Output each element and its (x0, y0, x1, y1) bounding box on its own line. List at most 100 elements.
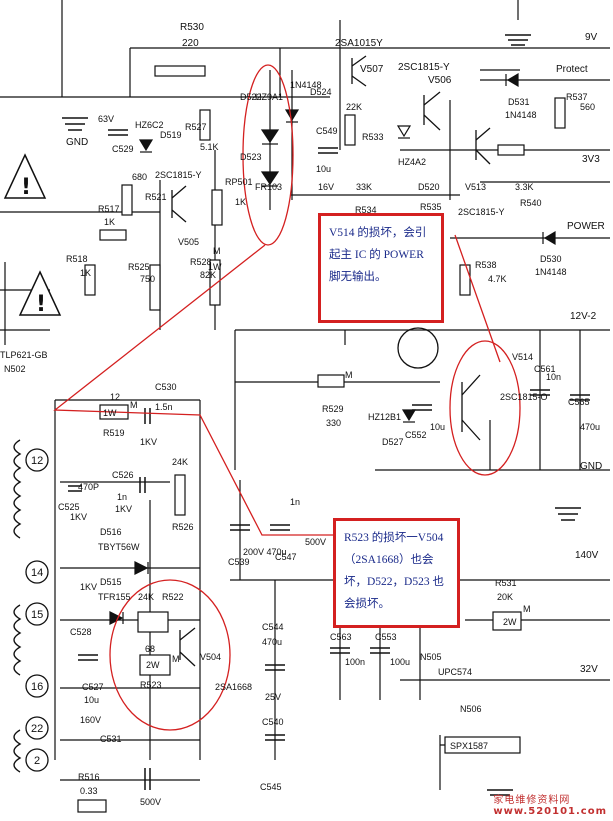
watermark: 家电维修资料网 www.520101.com (493, 791, 607, 817)
svg-text:C526: C526 (112, 470, 134, 480)
svg-text:D515: D515 (100, 577, 122, 587)
svg-text:24K: 24K (172, 457, 188, 467)
circle-v504-r523 (109, 579, 231, 731)
svg-text:R516: R516 (78, 772, 100, 782)
svg-text:10u: 10u (84, 695, 99, 705)
svg-text:D530: D530 (540, 254, 562, 264)
note-r523-text: R523 的损坏一V504（2SA1668）也会坏，D522，D523 也会损坏… (344, 532, 444, 610)
schematic-wires (0, 0, 610, 790)
svg-text:R528: R528 (190, 257, 212, 267)
svg-text:0.33: 0.33 (80, 786, 98, 796)
pin-12 (25, 448, 49, 472)
svg-text:160V: 160V (80, 715, 101, 725)
component-labels: R530 220 2SA1015Y V507 2SC1815-Y V506 GN… (0, 22, 600, 807)
svg-text:68: 68 (145, 644, 155, 654)
svg-text:R525: R525 (128, 262, 150, 272)
svg-text:32V: 32V (580, 664, 598, 675)
svg-text:2SA1015Y: 2SA1015Y (335, 38, 383, 49)
svg-text:1W: 1W (103, 408, 117, 418)
warning-icon: ! (18, 270, 62, 317)
svg-text:TBYT56W: TBYT56W (98, 542, 140, 552)
svg-text:C547: C547 (275, 552, 297, 562)
svg-text:2SC1815-Y: 2SC1815-Y (155, 170, 202, 180)
svg-text:C565: C565 (568, 397, 590, 407)
svg-text:10u: 10u (316, 164, 331, 174)
circle-d522-d523 (242, 64, 294, 246)
svg-text:100u: 100u (390, 657, 410, 667)
svg-text:D523: D523 (240, 152, 262, 162)
pin-2 (25, 748, 49, 772)
svg-text:220: 220 (182, 38, 199, 49)
svg-text:R519: R519 (103, 428, 125, 438)
svg-text:C561: C561 (534, 364, 556, 374)
svg-text:470P: 470P (78, 482, 99, 492)
svg-text:D519: D519 (160, 130, 182, 140)
svg-text:16V: 16V (318, 182, 334, 192)
svg-text:C530: C530 (155, 382, 177, 392)
svg-text:V504: V504 (200, 652, 221, 662)
svg-text:330: 330 (326, 418, 341, 428)
svg-text:2W: 2W (503, 617, 517, 627)
svg-text:1K: 1K (235, 197, 246, 207)
svg-text:1KV: 1KV (80, 582, 97, 592)
svg-text:M: M (345, 370, 353, 380)
svg-text:SPX1587: SPX1587 (450, 741, 488, 751)
svg-text:20K: 20K (497, 592, 513, 602)
pin-label-14: 14 (31, 567, 43, 579)
svg-text:1W: 1W (208, 262, 222, 272)
svg-text:C563: C563 (330, 632, 352, 642)
svg-text:R522: R522 (162, 592, 184, 602)
svg-text:R526: R526 (172, 522, 194, 532)
svg-text:5.1K: 5.1K (200, 142, 219, 152)
svg-text:V506: V506 (428, 75, 452, 86)
pin-14 (25, 560, 49, 584)
transistors (171, 55, 491, 667)
svg-text:12V-2: 12V-2 (570, 311, 597, 322)
svg-text:10n: 10n (546, 372, 561, 382)
svg-text:M: M (523, 604, 531, 614)
warning-icon: ! (3, 153, 47, 200)
svg-text:V507: V507 (360, 64, 384, 75)
svg-text:R529: R529 (322, 404, 344, 414)
svg-text:R518: R518 (66, 254, 88, 264)
watermark-cn: 家电维修资料网 (493, 795, 571, 806)
svg-text:500V: 500V (140, 797, 161, 807)
svg-text:Protect: Protect (556, 64, 588, 75)
svg-text:HZ12B1: HZ12B1 (368, 412, 401, 422)
svg-text:470u: 470u (262, 637, 282, 647)
svg-text:470u: 470u (580, 422, 600, 432)
svg-text:12: 12 (110, 392, 120, 402)
svg-text:63V: 63V (98, 114, 114, 124)
svg-text:C528: C528 (70, 627, 92, 637)
svg-text:R534: R534 (355, 205, 377, 215)
svg-text:C553: C553 (375, 632, 397, 642)
capacitor-plates (68, 129, 590, 790)
svg-text:2SC1815-Y: 2SC1815-Y (458, 207, 505, 217)
svg-text:1KV: 1KV (140, 437, 157, 447)
svg-text:!: ! (21, 175, 31, 200)
warning-icons: ! ! (3, 153, 62, 317)
svg-text:R538: R538 (475, 260, 497, 270)
svg-text:D522: D522 (240, 92, 262, 102)
svg-text:RP501: RP501 (225, 177, 253, 187)
svg-text:1n: 1n (290, 497, 300, 507)
svg-text:100n: 100n (345, 657, 365, 667)
svg-text:V514: V514 (512, 352, 533, 362)
note-r523: R523 的损坏一V504（2SA1668）也会坏，D522，D523 也会损坏… (333, 518, 460, 628)
ground-symbols (62, 34, 581, 796)
svg-text:V513: V513 (465, 182, 486, 192)
pin-label-16: 16 (31, 681, 43, 693)
pin-markers (25, 448, 49, 772)
svg-text:GND: GND (580, 461, 602, 472)
svg-text:C552: C552 (405, 430, 427, 440)
svg-text:C527: C527 (82, 682, 104, 692)
svg-text:C540: C540 (262, 717, 284, 727)
svg-text:25V: 25V (265, 692, 281, 702)
diodes (109, 72, 556, 625)
svg-text:V505: V505 (178, 237, 199, 247)
svg-text:140V: 140V (575, 550, 599, 561)
svg-text:1N4148: 1N4148 (290, 80, 322, 90)
svg-text:R533: R533 (362, 132, 384, 142)
svg-text:680: 680 (132, 172, 147, 182)
